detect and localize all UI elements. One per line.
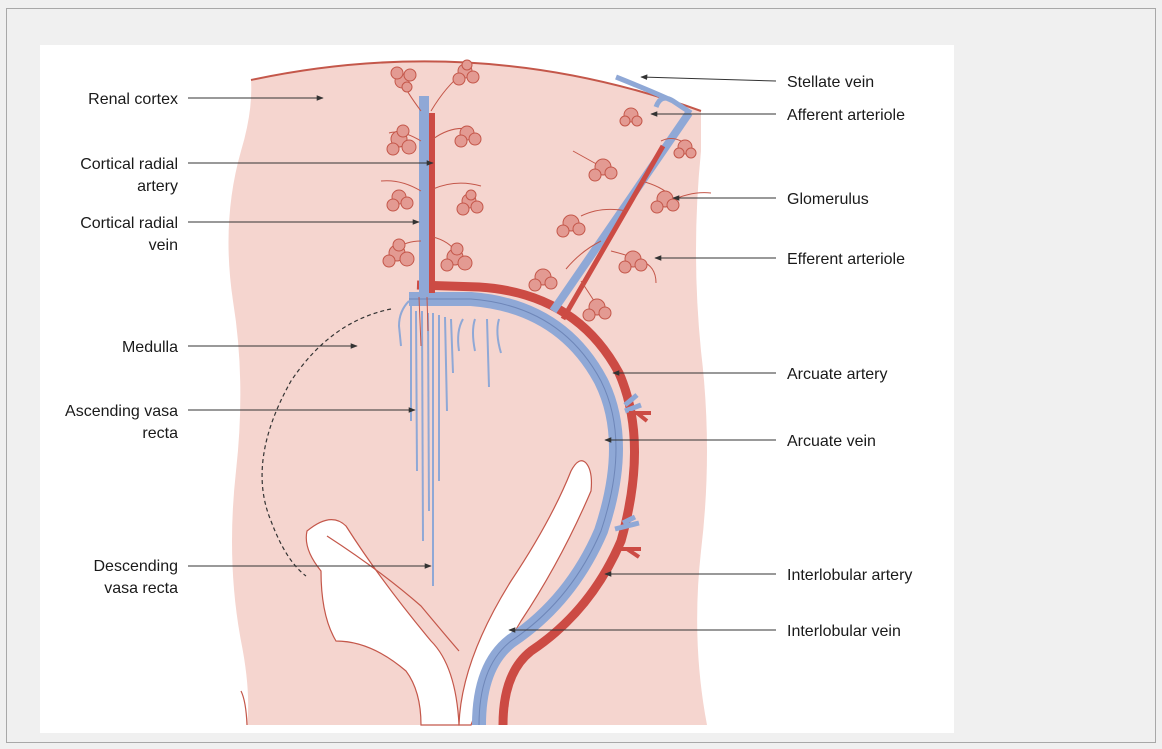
label-medulla: Medulla	[122, 339, 178, 356]
cortical-radial-artery	[429, 113, 435, 293]
cortical-radial-vein	[419, 96, 429, 296]
label-arcuate-artery: Arcuate artery	[787, 366, 887, 383]
diagram-canvas: Renal cortex Cortical radial artery Cort…	[40, 45, 954, 733]
label-descending-vasa-recta-line1: Descending	[94, 558, 179, 575]
label-stellate-vein: Stellate vein	[787, 74, 874, 91]
kidney-vasculature-diagram: Renal cortex Cortical radial artery Cort…	[40, 45, 954, 733]
label-cortical-radial-vein-line1: Cortical radial	[80, 215, 178, 232]
label-arcuate-vein: Arcuate vein	[787, 433, 876, 450]
label-interlobular-artery: Interlobular artery	[787, 567, 912, 584]
tissue-lower-edge	[241, 691, 247, 725]
label-cortical-radial-artery-line2: artery	[137, 178, 178, 195]
label-afferent-arteriole: Afferent arteriole	[787, 107, 905, 124]
renal-tissue	[229, 61, 708, 725]
label-renal-cortex: Renal cortex	[88, 91, 178, 108]
label-descending-vasa-recta-line2: vasa recta	[104, 580, 178, 597]
leader-stellate-vein	[641, 77, 776, 81]
label-interlobular-vein: Interlobular vein	[787, 623, 901, 640]
label-ascending-vasa-recta-line1: Ascending vasa	[65, 403, 178, 420]
label-cortical-radial-vein-line2: vein	[149, 237, 178, 254]
label-efferent-arteriole: Efferent arteriole	[787, 251, 905, 268]
label-glomerulus: Glomerulus	[787, 191, 869, 208]
label-ascending-vasa-recta-line2: recta	[142, 425, 178, 442]
image-frame: Renal cortex Cortical radial artery Cort…	[6, 8, 1156, 743]
label-cortical-radial-artery-line1: Cortical radial	[80, 156, 178, 173]
